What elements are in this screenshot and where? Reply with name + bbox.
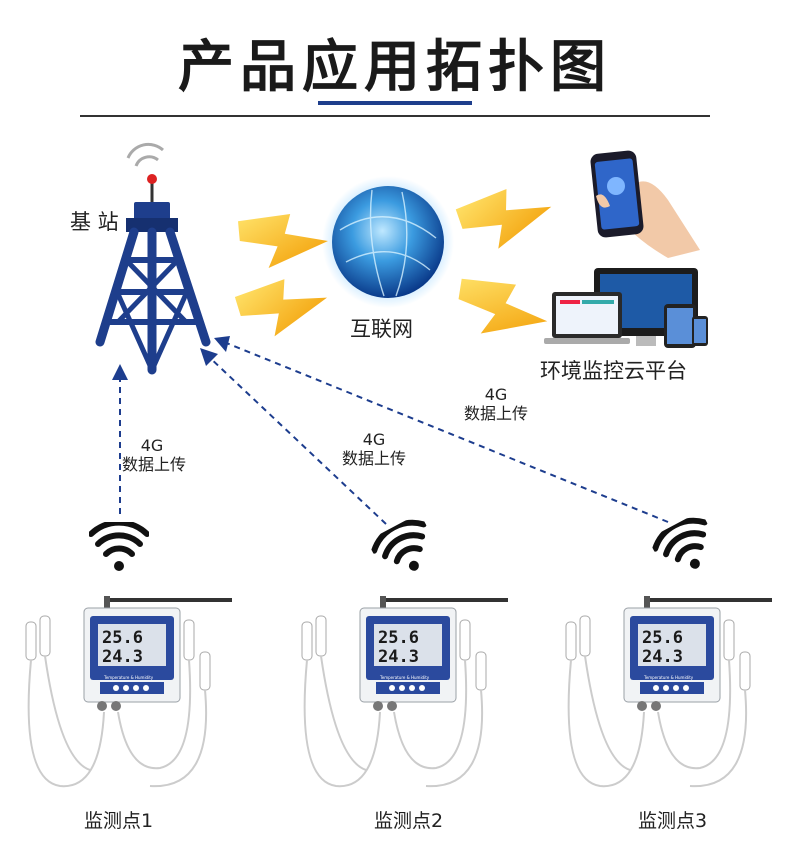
lightning-bolt-icon xyxy=(233,271,333,343)
smartphone-icon xyxy=(590,150,700,258)
arrowhead-icon xyxy=(112,364,128,380)
wifi-signal-icon xyxy=(650,512,722,581)
sensor-device-3 xyxy=(565,596,772,788)
uplink-desc: 数据上传 xyxy=(341,449,406,468)
internet-label: 互联网 xyxy=(350,317,413,341)
platform-label: 环境监控云平台 xyxy=(540,359,687,383)
wifi-signal-icon xyxy=(369,514,441,583)
uplink-desc: 数据上传 xyxy=(463,404,528,423)
page-title: 产品应用拓扑图 xyxy=(178,35,612,100)
lightning-bolt-icon xyxy=(453,179,559,257)
cloud-platform-devices-icon xyxy=(544,268,708,348)
device-tagline: Temperature & Humidity xyxy=(379,675,430,680)
lcd-temp-value: 25.6 xyxy=(378,628,419,648)
monitoring-point-label-1: 监测点1 xyxy=(84,810,154,832)
uplink-label-1: 4G 数据上传 xyxy=(122,436,187,474)
lcd-hum-value: 24.3 xyxy=(378,647,419,667)
monitoring-point-label-2: 监测点2 xyxy=(374,810,444,832)
device-tagline: Temperature & Humidity xyxy=(103,675,154,680)
sensor-device-2 xyxy=(301,596,508,788)
monitoring-point-label-3: 监测点3 xyxy=(638,810,708,832)
tower-label: 基 站 xyxy=(70,210,119,234)
arrowhead-icon xyxy=(214,336,230,352)
uplink-arrows xyxy=(119,341,669,525)
lcd-hum-value: 24.3 xyxy=(642,647,683,667)
wifi-signal-icon xyxy=(91,523,147,571)
base-station-tower xyxy=(95,142,211,375)
lcd-hum-value: 24.3 xyxy=(102,647,143,667)
internet-globe-icon xyxy=(322,176,454,308)
lcd-temp-value: 25.6 xyxy=(102,628,143,648)
sensor-device-1 xyxy=(25,596,232,788)
uplink-desc: 数据上传 xyxy=(122,455,187,474)
arrowhead-icon xyxy=(200,348,218,366)
lcd-temp-value: 25.6 xyxy=(642,628,683,648)
uplink-type: 4G xyxy=(484,385,508,404)
uplink-type: 4G xyxy=(362,430,386,449)
uplink-type: 4G xyxy=(140,436,164,455)
uplink-label-2: 4G 数据上传 xyxy=(336,430,412,468)
uplink-label-3: 4G 数据上传 xyxy=(458,385,534,423)
device-tagline: Temperature & Humidity xyxy=(643,675,694,680)
lightning-bolt-icon xyxy=(238,214,328,268)
lightning-bolt-icon xyxy=(449,271,555,349)
